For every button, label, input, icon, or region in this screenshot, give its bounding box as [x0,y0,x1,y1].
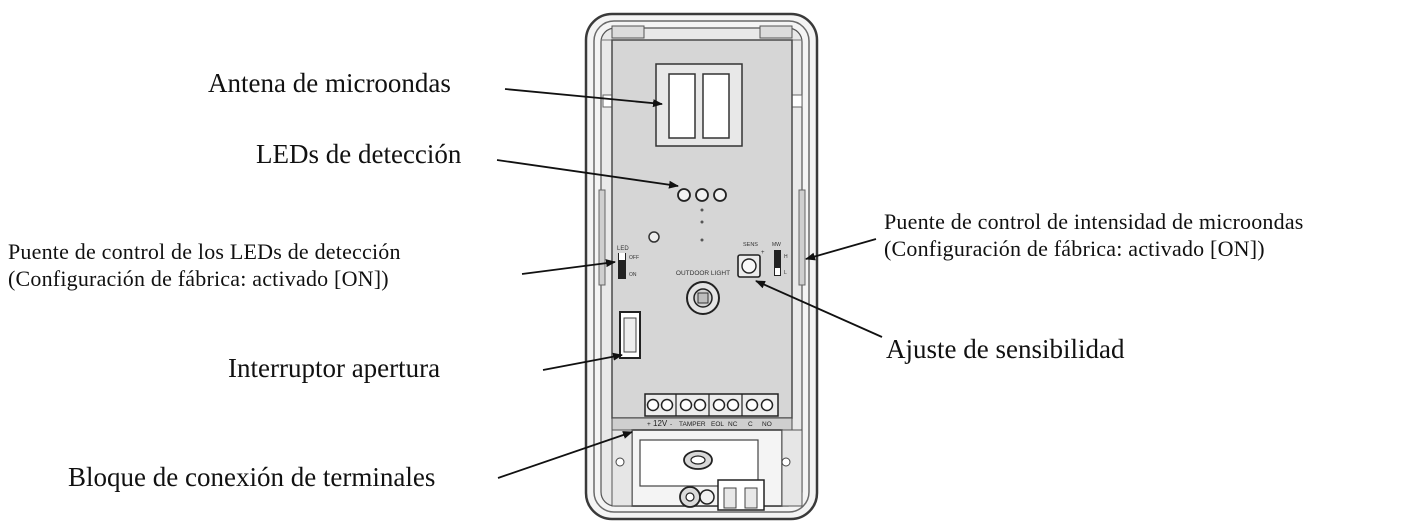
label-led-jumper: Puente de control de los LEDs de detecci… [8,238,401,292]
mw-label: MW [772,242,781,248]
label-microwave-antenna: Antena de microondas [208,68,451,98]
label-mw-jumper-line1: Puente de control de intensidad de micro… [884,209,1304,234]
sens-label: SENS [743,242,758,248]
label-terminal-block: Bloque de conexión de terminales [68,462,436,492]
label-sensitivity: Ajuste de sensibilidad [886,334,1125,364]
label-led-jumper-line2: (Configuración de fábrica: activado [ON]… [8,266,389,291]
arrow-tamper [542,352,623,371]
led-jumper-on: ON [629,272,637,278]
led-jumper-label: LED [617,246,629,252]
terminal-c: C [748,421,753,428]
outdoor-light-label: OUTDOOR LIGHT [676,270,730,277]
label-mw-jumper: Puente de control de intensidad de micro… [884,208,1304,262]
arrow-leds [496,159,679,189]
terminal-tamper: TAMPER [679,421,706,428]
label-opening-switch: Interruptor apertura [228,353,441,383]
tamper-switch [619,311,641,359]
terminal-no: NO [762,421,772,428]
label-detection-leds: LEDs de detección [256,139,462,169]
mw-h: H [784,254,788,260]
terminal-12v: 12V [653,419,668,428]
arrow-antenna [504,88,663,108]
arrow-sensitivity [755,280,883,338]
terminal-plus: + [647,421,651,428]
terminal-eol: EOL [711,421,724,428]
label-led-jumper-line1: Puente de control de los LEDs de detecci… [8,239,401,264]
led-jumper: LED OFF ON [617,246,639,279]
arrow-terminals [497,431,633,479]
callout-arrows [496,88,883,479]
arrow-mw-jumper [805,238,877,261]
arrow-led-jumper [521,259,616,275]
terminal-nc: NC [728,421,738,428]
circuit-board [611,39,793,431]
terminal-minus: - [670,421,672,428]
label-mw-jumper-line2: (Configuración de fábrica: activado [ON]… [884,236,1265,261]
mw-l: L [784,270,787,276]
sensitivity-pot: SENS + [737,242,765,278]
lower-compartment [611,429,803,511]
detection-leds [648,188,727,243]
terminal-block: + 12V - TAMPER EOL NC C NO [644,393,779,428]
led-jumper-off: OFF [629,255,639,261]
microwave-antenna [655,63,743,147]
mw-jumper: MW H L [772,242,788,276]
outdoor-light-sensor: OUTDOOR LIGHT [676,270,730,315]
sens-plus: + [761,250,765,256]
